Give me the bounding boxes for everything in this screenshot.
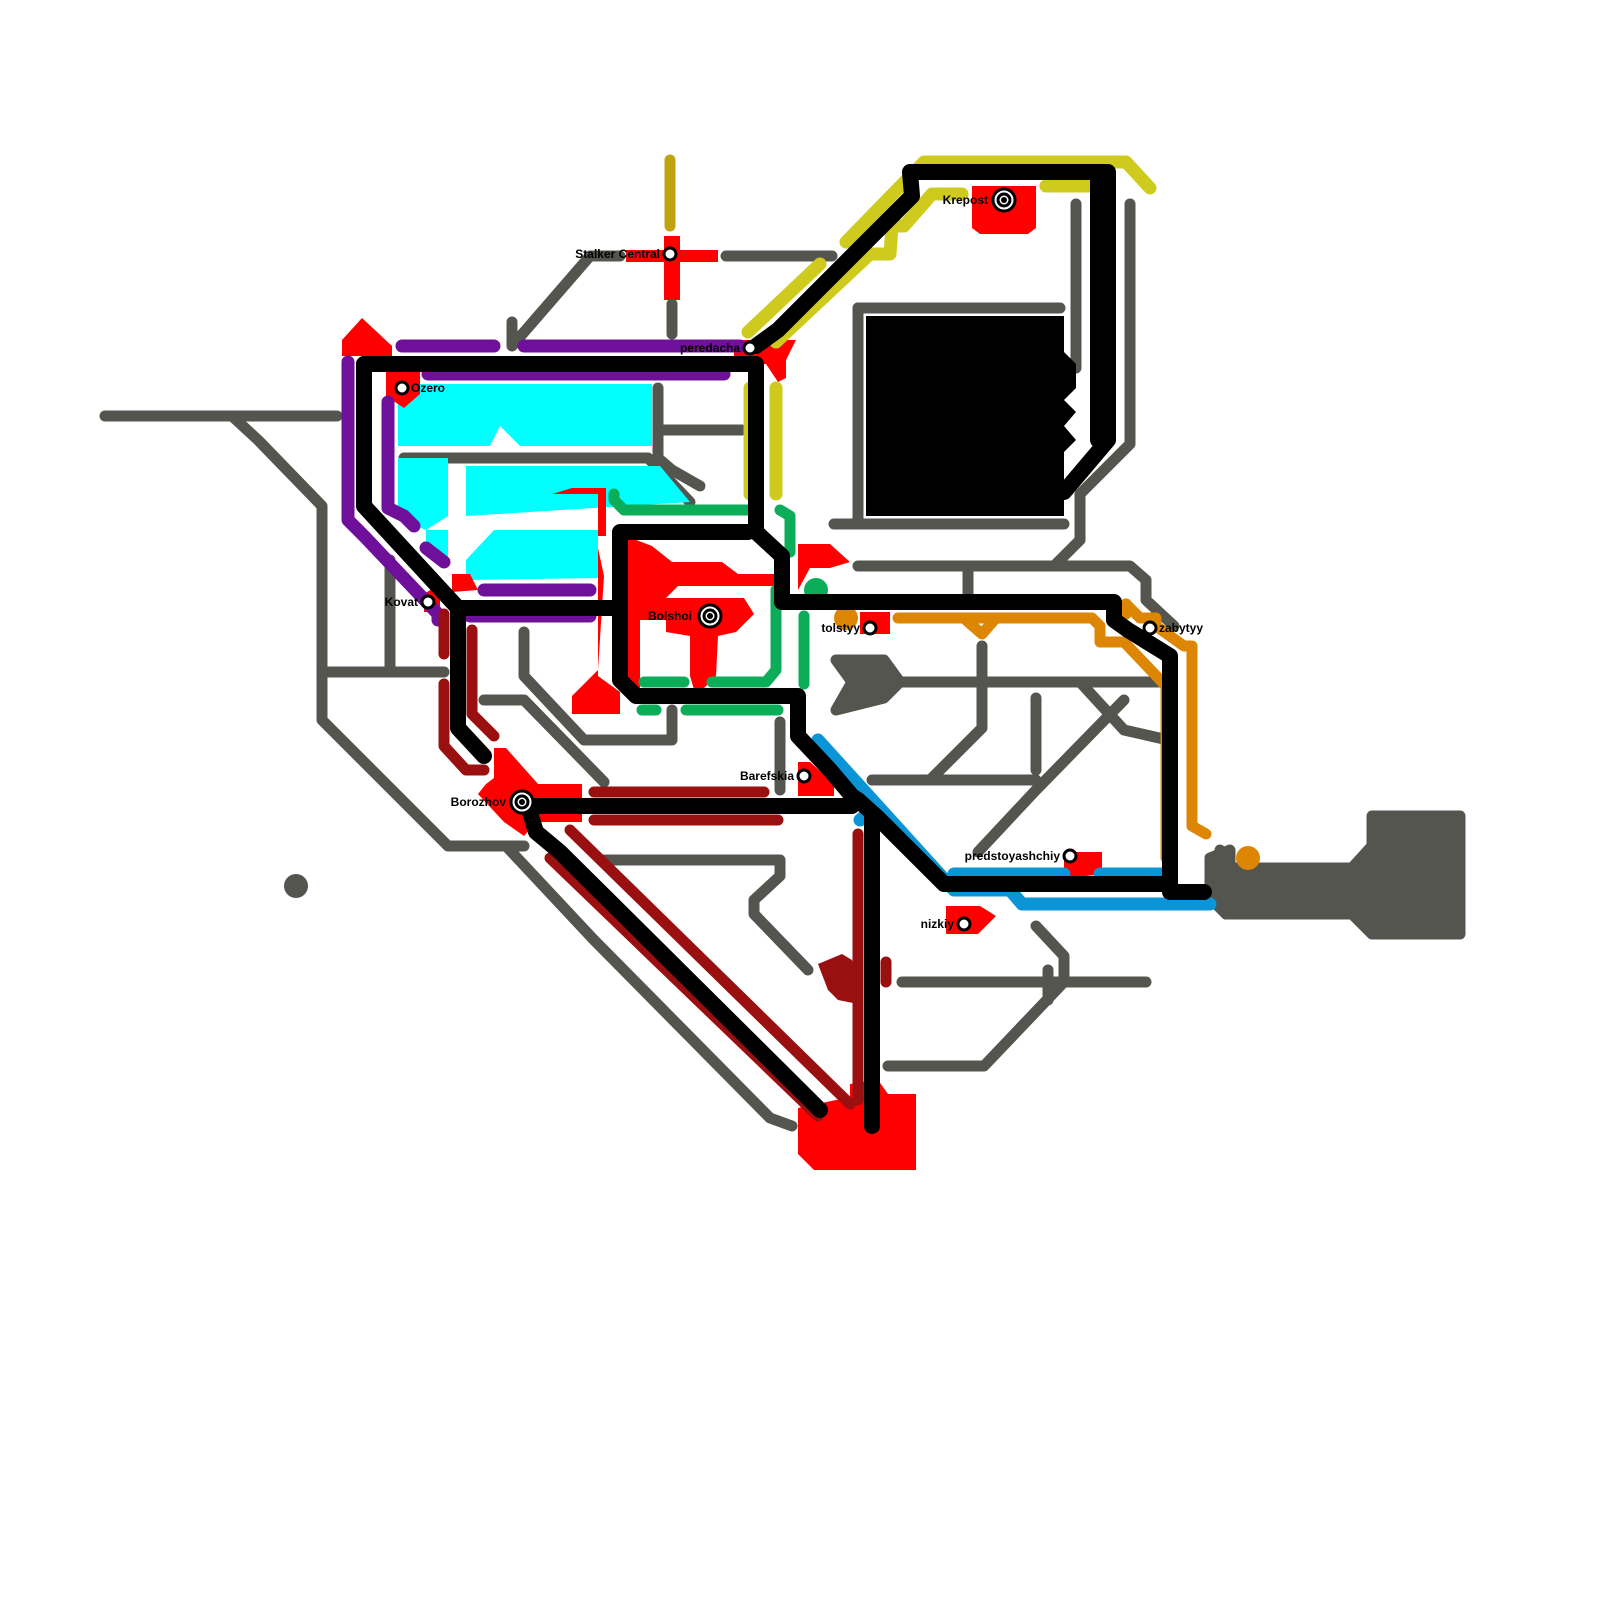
target-station-center (707, 613, 713, 619)
olive-line-outer (741, 257, 827, 339)
road-loop-west (478, 694, 610, 788)
line-olive-yellow (741, 155, 1157, 501)
target-station-center (1001, 197, 1007, 203)
station-label: Stalker Central (575, 247, 660, 261)
station-barefskia[interactable]: Barefskia (740, 768, 812, 784)
red-green-junction (798, 544, 850, 590)
station-icon (742, 340, 758, 356)
red-bolshoi-complex (552, 488, 620, 714)
station-label: peredacha (680, 341, 740, 355)
station-icon (1142, 620, 1158, 636)
road-south-west (500, 840, 798, 1132)
black-line-center-loop (450, 524, 756, 616)
green-line-top (608, 488, 760, 516)
dark-red-line-node (818, 954, 860, 1004)
road-network (99, 198, 1466, 1132)
purple-line-west-inner (381, 395, 421, 533)
cyan-area-south (466, 530, 598, 580)
red-nw-corner (342, 318, 392, 356)
purple-line-west (341, 355, 445, 627)
station-icon (420, 594, 436, 610)
orange-line-zabytyy (1120, 598, 1212, 840)
road-east-vertical-2 (1048, 198, 1136, 572)
dark-red-line-inner (466, 624, 500, 742)
target-station-center (519, 799, 525, 805)
red-south-terminal (798, 1080, 916, 1170)
station-label: Barefskia (740, 769, 794, 783)
station-nizkiy[interactable]: nizkiy (921, 916, 972, 932)
olive-line-upper (839, 155, 1157, 249)
dark-red-line-diag-2 (564, 824, 856, 1110)
road-west-diagonal (226, 410, 530, 852)
station-label: nizkiy (921, 917, 955, 931)
station-label: Krepost (943, 193, 988, 207)
black-line-center-south (612, 600, 1178, 892)
station-icon (1062, 848, 1078, 864)
green-line-east (774, 504, 796, 558)
station-borozhov[interactable]: Borozhov (451, 789, 535, 815)
road-black-block-outline (828, 302, 1070, 530)
green-line-inner-east (706, 584, 782, 688)
road-east-grid-diag2 (972, 694, 1130, 858)
black-line-northwest-loop (356, 356, 1212, 900)
road-east-terminal-block (1204, 810, 1466, 940)
road-central-north (652, 382, 706, 492)
station-label: tolstyy (821, 621, 860, 635)
station-icon (662, 246, 678, 262)
road-east-grid-diag (1074, 676, 1174, 746)
dark-red-line-west-2 (438, 678, 490, 776)
station-bolshoi[interactable]: Bolshoi (648, 603, 723, 629)
road-loop-south (518, 626, 678, 746)
road-south-east (882, 920, 1070, 1072)
station-label: Ozero (411, 381, 445, 395)
cyan-area-north (398, 384, 652, 446)
road-north-diagonal (506, 250, 626, 352)
station-label: zabytyy (1159, 621, 1203, 635)
station-label: predstoyashchiy (965, 849, 1061, 863)
black-line-south-diagonal (520, 798, 828, 1118)
station-label: Borozhov (451, 795, 507, 809)
stations: Krepost Stalker Central peredacha Ozero … (385, 187, 1203, 932)
station-peredacha[interactable]: peredacha (680, 340, 758, 356)
red-kovat-2 (452, 574, 478, 592)
station-label: Kovat (385, 595, 418, 609)
line-black (356, 164, 1212, 1134)
red-stalker-cross-v (664, 236, 680, 300)
station-icon (796, 768, 812, 784)
road-node-east (830, 654, 906, 716)
station-stalker-central[interactable]: Stalker Central (575, 246, 678, 262)
black-district-block (866, 316, 1076, 516)
station-krepost[interactable]: Krepost (943, 187, 1017, 213)
station-icon (956, 916, 972, 932)
station-ozero[interactable]: Ozero (394, 380, 445, 396)
station-label: Bolshoi (648, 609, 692, 623)
road-east-terminal-connector (1214, 844, 1232, 920)
station-icon (862, 620, 878, 636)
station-predstoyashchiy[interactable]: predstoyashchiy (965, 848, 1078, 864)
road-isolated-node (284, 874, 308, 898)
orange-line-branch (960, 612, 1002, 640)
purple-line-kovat-link (419, 541, 451, 569)
road-south-middle (596, 854, 814, 976)
road-east-h1 (852, 560, 1180, 632)
station-zabytyy[interactable]: zabytyy (1142, 620, 1203, 636)
station-icon (394, 380, 410, 396)
orange-line-node-east (1236, 846, 1260, 870)
station-tolstyy[interactable]: tolstyy (821, 620, 878, 636)
cyan-area-mid (398, 458, 448, 530)
black-line-north (748, 164, 1116, 500)
orange-line-node-west (834, 606, 858, 630)
road-east-grid-v1 (924, 640, 988, 786)
station-kovat[interactable]: Kovat (385, 594, 436, 610)
